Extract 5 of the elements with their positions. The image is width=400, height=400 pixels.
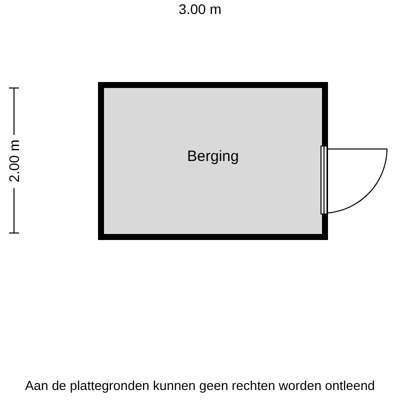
room-label: Berging [187, 148, 239, 165]
dimension-label: 3.00 m [178, 1, 222, 17]
room-outline [98, 82, 328, 240]
disclaimer-text: Aan de plattegronden kunnen geen rechten worden ontleend [25, 378, 375, 393]
dimension-label: 2.00 m [6, 140, 22, 182]
